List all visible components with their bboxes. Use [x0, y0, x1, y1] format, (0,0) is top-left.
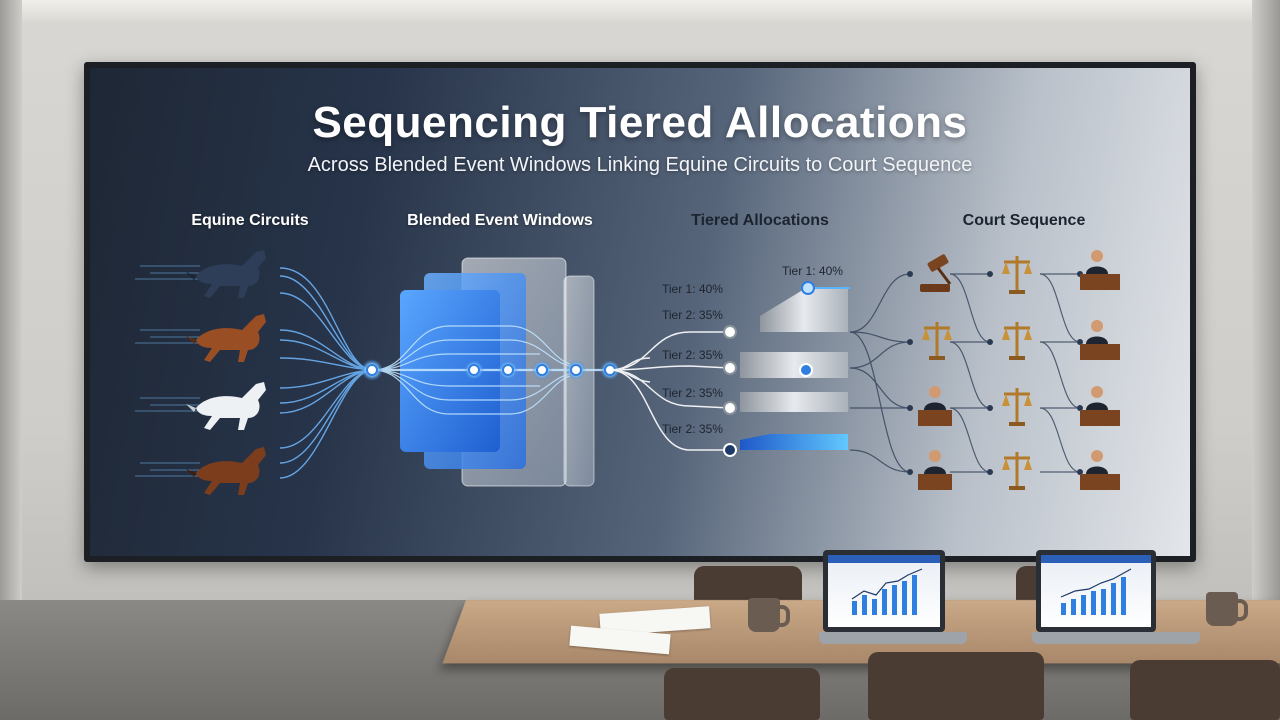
slide-title: Sequencing Tiered Allocations [312, 98, 968, 147]
scales-icon [1002, 256, 1032, 294]
header-blended-event-windows: Blended Event Windows [407, 212, 593, 229]
slide-subtitle: Across Blended Event Windows Linking Equ… [307, 154, 973, 176]
tier-label: Tier 2: 35% [662, 386, 723, 400]
wall-left [0, 0, 22, 720]
judge-icon [1080, 450, 1120, 490]
presentation-slide: Sequencing Tiered Allocations Across Ble… [90, 68, 1190, 556]
judge-icon [918, 450, 952, 490]
speed-lines [135, 265, 202, 477]
laptop-chart [828, 555, 940, 615]
judge-icon [918, 386, 952, 426]
tier-label: Tier 1: 40% [782, 264, 843, 278]
display-frame: Sequencing Tiered Allocations Across Ble… [84, 62, 1196, 562]
equine-connectors [279, 267, 373, 479]
judge-icon [1080, 250, 1120, 290]
header-equine-circuits: Equine Circuits [191, 212, 309, 229]
court-connector-dots [907, 271, 1083, 475]
tier-bar-1 [723, 281, 850, 339]
header-tiered-allocations: Tiered Allocations [691, 212, 829, 229]
court-connectors [849, 273, 1081, 473]
judge-icon [1080, 386, 1120, 426]
horse-icon-dark [186, 250, 266, 298]
tier-branches [609, 331, 731, 451]
flow-diagram [135, 250, 1120, 495]
flow-nodes [361, 359, 620, 381]
chair [664, 668, 820, 720]
scales-icon [922, 322, 952, 360]
horse-icon-bay [186, 447, 266, 495]
judge-icon [1080, 320, 1120, 360]
gavel-icon [920, 254, 952, 292]
chair [868, 652, 1044, 720]
event-window-panels [400, 257, 595, 487]
coffee-mug [748, 598, 790, 632]
tier-bar-2 [723, 352, 848, 378]
scales-icon [1002, 322, 1032, 360]
header-court-sequence: Court Sequence [962, 212, 1086, 229]
tier-bar-3 [723, 392, 848, 415]
tier-bar-4 [723, 434, 848, 457]
scales-icon [1002, 388, 1032, 426]
tier-label: Tier 2: 35% [662, 308, 723, 322]
laptop-chart [1041, 555, 1151, 615]
tier-label: Tier 2: 35% [662, 348, 723, 362]
tier-label: Tier 1: 40% [662, 282, 723, 296]
scales-icon [1002, 452, 1032, 490]
coffee-mug [1206, 592, 1248, 626]
ceiling [0, 0, 1280, 22]
horse-icon-chestnut [186, 314, 266, 362]
tier-label: Tier 2: 35% [662, 422, 723, 436]
horse-icon-white [186, 382, 266, 430]
chair [1130, 660, 1280, 720]
